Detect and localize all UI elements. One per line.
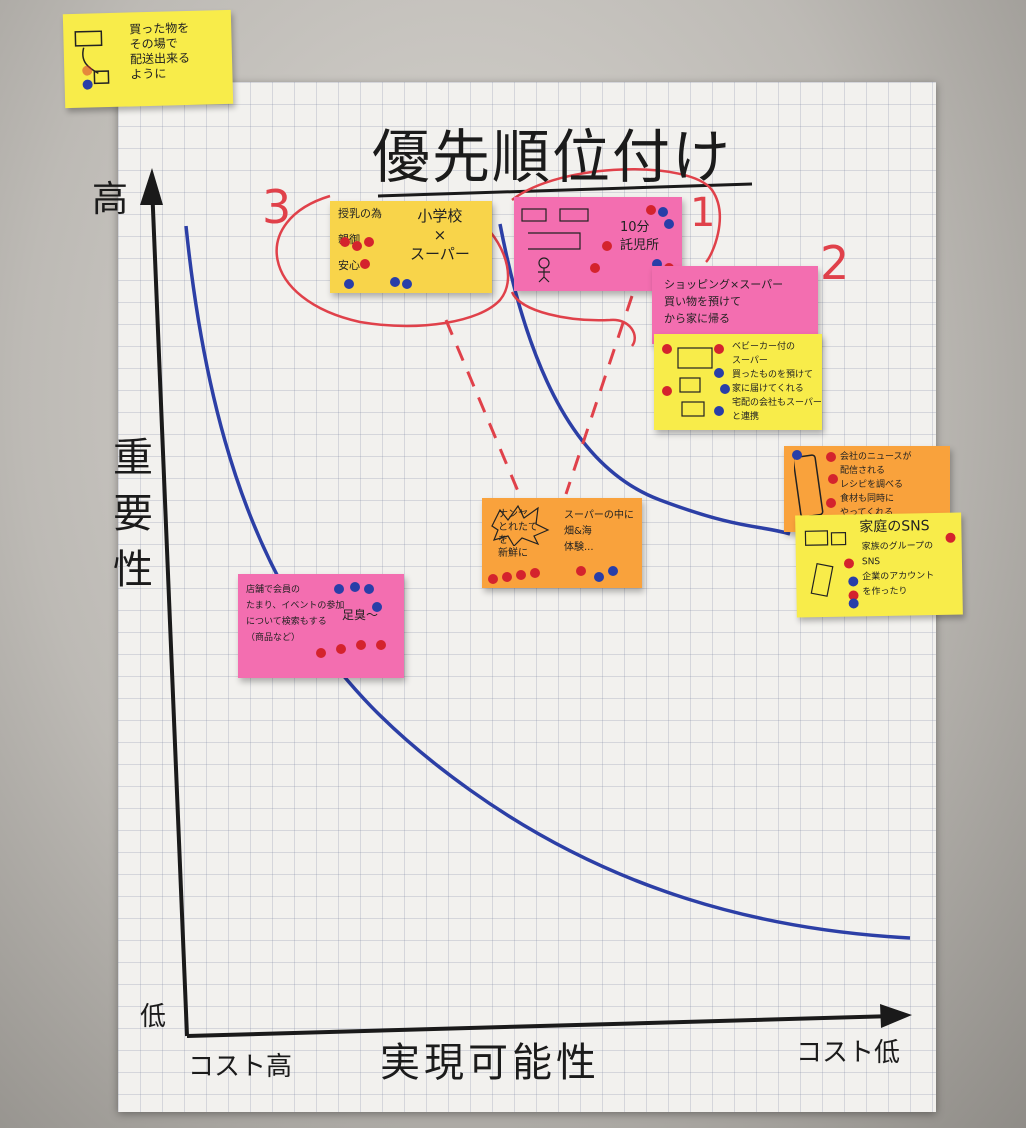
devices-sketch-icon [804, 530, 847, 597]
vote-dot-red [376, 640, 386, 650]
note-subtext: 家族のグループの SNS 企業のアカウント を作ったり [861, 541, 935, 598]
vote-dot-blue [390, 277, 400, 287]
vote-dot-red [356, 640, 366, 650]
red-oval-first-lower [510, 291, 636, 347]
note-side-text: スーパーの中に 畑&海 体験... [564, 510, 634, 553]
vote-dot-blue [714, 368, 724, 378]
vote-dot-red [530, 568, 540, 578]
vote-dot-blue [714, 406, 724, 416]
y-axis-high-label: 高 [92, 179, 129, 220]
curve-left [184, 225, 911, 940]
vote-dot-blue [402, 279, 412, 289]
page-title: 優先順位付け [372, 123, 733, 191]
rank-marker-second: 2 [820, 236, 850, 290]
vote-dot-red [662, 386, 672, 396]
vote-dot-red [714, 344, 724, 354]
sticky-note-supermarket-service[interactable]: ベビーカー付の スーパー 買ったものを預けて 家に届けてくれる 宅配の会社もスー… [654, 334, 822, 430]
vote-dot-red [576, 566, 586, 576]
vote-dot-red [602, 241, 612, 251]
sticky-note-bottom-pink[interactable]: 店舗で会員の たまり、イベントの参加 について検索もする （商品など） 足臭～ [238, 574, 404, 678]
vote-dot-blue [334, 584, 344, 594]
x-axis-arrow [880, 1004, 912, 1028]
curve-right [498, 223, 791, 536]
vote-dot-red [828, 474, 838, 484]
vote-dot-red [364, 237, 374, 247]
sticky-note-family-sns[interactable]: 家庭のSNS 家族のグループの SNS 企業のアカウント を作ったり [795, 512, 963, 618]
title-underline [377, 182, 753, 198]
vote-dot-blue [608, 566, 618, 576]
vote-dot-red [336, 644, 346, 654]
rank-marker-first: 1 [690, 190, 716, 236]
vote-dot-red [945, 532, 956, 543]
vote-dot-red [316, 648, 326, 658]
vote-dot-blue [848, 576, 859, 587]
vote-dot-red [352, 241, 362, 251]
note-title: 家庭のSNS [859, 518, 930, 536]
note-text: ナンヤ とれたて を 新鮮に [498, 509, 538, 559]
y-axis-line [150, 184, 189, 1037]
vote-dot-red [516, 570, 526, 580]
x-axis-cost-low-label: コスト低 [796, 1038, 901, 1068]
note-text: 買った物を その場で 配送出来る ように [129, 20, 191, 82]
vote-dot-blue [720, 384, 730, 394]
sticky-note-school-supermarket[interactable]: 授乳の為 親御 安心 小学校 × スーパー [330, 201, 492, 293]
vote-dot-blue [848, 598, 859, 609]
burst-sketch-icon [491, 504, 550, 546]
vote-dot-red [488, 574, 498, 584]
vote-dot-blue [82, 79, 93, 90]
vote-dot-blue [350, 582, 360, 592]
vote-dot-blue [664, 219, 674, 229]
sticky-note-center-orange[interactable]: ナンヤ とれたて を 新鮮に スーパーの中に 畑&海 体験... [482, 498, 642, 588]
vote-dot-blue [372, 602, 382, 612]
vote-dot-blue [344, 279, 354, 289]
vote-dot-red [590, 263, 600, 273]
vote-dot-blue [658, 207, 668, 217]
sticky-note-top-left[interactable]: 買った物を その場で 配送出来る ように [62, 9, 234, 109]
nursery-sketch-icon [521, 208, 589, 283]
vote-dot-red [502, 572, 512, 582]
vote-dot-red [646, 205, 656, 215]
vote-dot-blue [792, 450, 802, 460]
vote-dot-red [360, 259, 370, 269]
note-side-text: 足臭～ [342, 608, 379, 622]
vote-dot-red [662, 344, 672, 354]
note-text: 店舗で会員の たまり、イベントの参加 について検索もする （商品など） [246, 585, 345, 643]
phone-sketch-icon [794, 454, 824, 518]
rank-marker-third: 3 [262, 180, 292, 234]
dashed-link-left [444, 319, 522, 497]
note-headline: 小学校 × スーパー [410, 207, 470, 263]
vote-dot-red [826, 452, 836, 462]
note-text: 会社のニュースが 配信される レシピを調べる 食材も同時に やってくれる [840, 452, 912, 518]
note-text: 10分 託児所 [620, 220, 660, 253]
vote-dot-red [843, 558, 855, 569]
note-text: ベビーカー付の スーパー 買ったものを預けて 家に届けてくれる 宅配の会社もスー… [732, 342, 822, 422]
red-oval-third [275, 194, 510, 328]
vote-dot-blue [364, 584, 374, 594]
vote-dot-red [826, 498, 836, 508]
y-axis-title: 重要性 [113, 435, 153, 593]
delivery-sketch-icon [74, 30, 110, 85]
vote-dot-blue [594, 572, 604, 582]
vote-dot-blue [652, 259, 662, 269]
x-axis-line [186, 1014, 896, 1038]
x-axis-title: 実現可能性 [380, 1040, 600, 1086]
vote-dot-red [340, 237, 350, 247]
cart-sketch-icon [677, 347, 713, 417]
x-axis-cost-high-label: コスト高 [188, 1052, 293, 1082]
y-axis-low-label: 低 [140, 1002, 167, 1032]
sticky-note-shopping-supermarket[interactable]: ショッピング×スーパー 買い物を預けて から家に帰る [652, 266, 818, 344]
note-text: ショッピング×スーパー 買い物を預けて から家に帰る [664, 278, 784, 325]
y-axis-arrow [140, 168, 163, 205]
red-oval-first [511, 168, 722, 263]
dashed-link-right [564, 295, 634, 495]
